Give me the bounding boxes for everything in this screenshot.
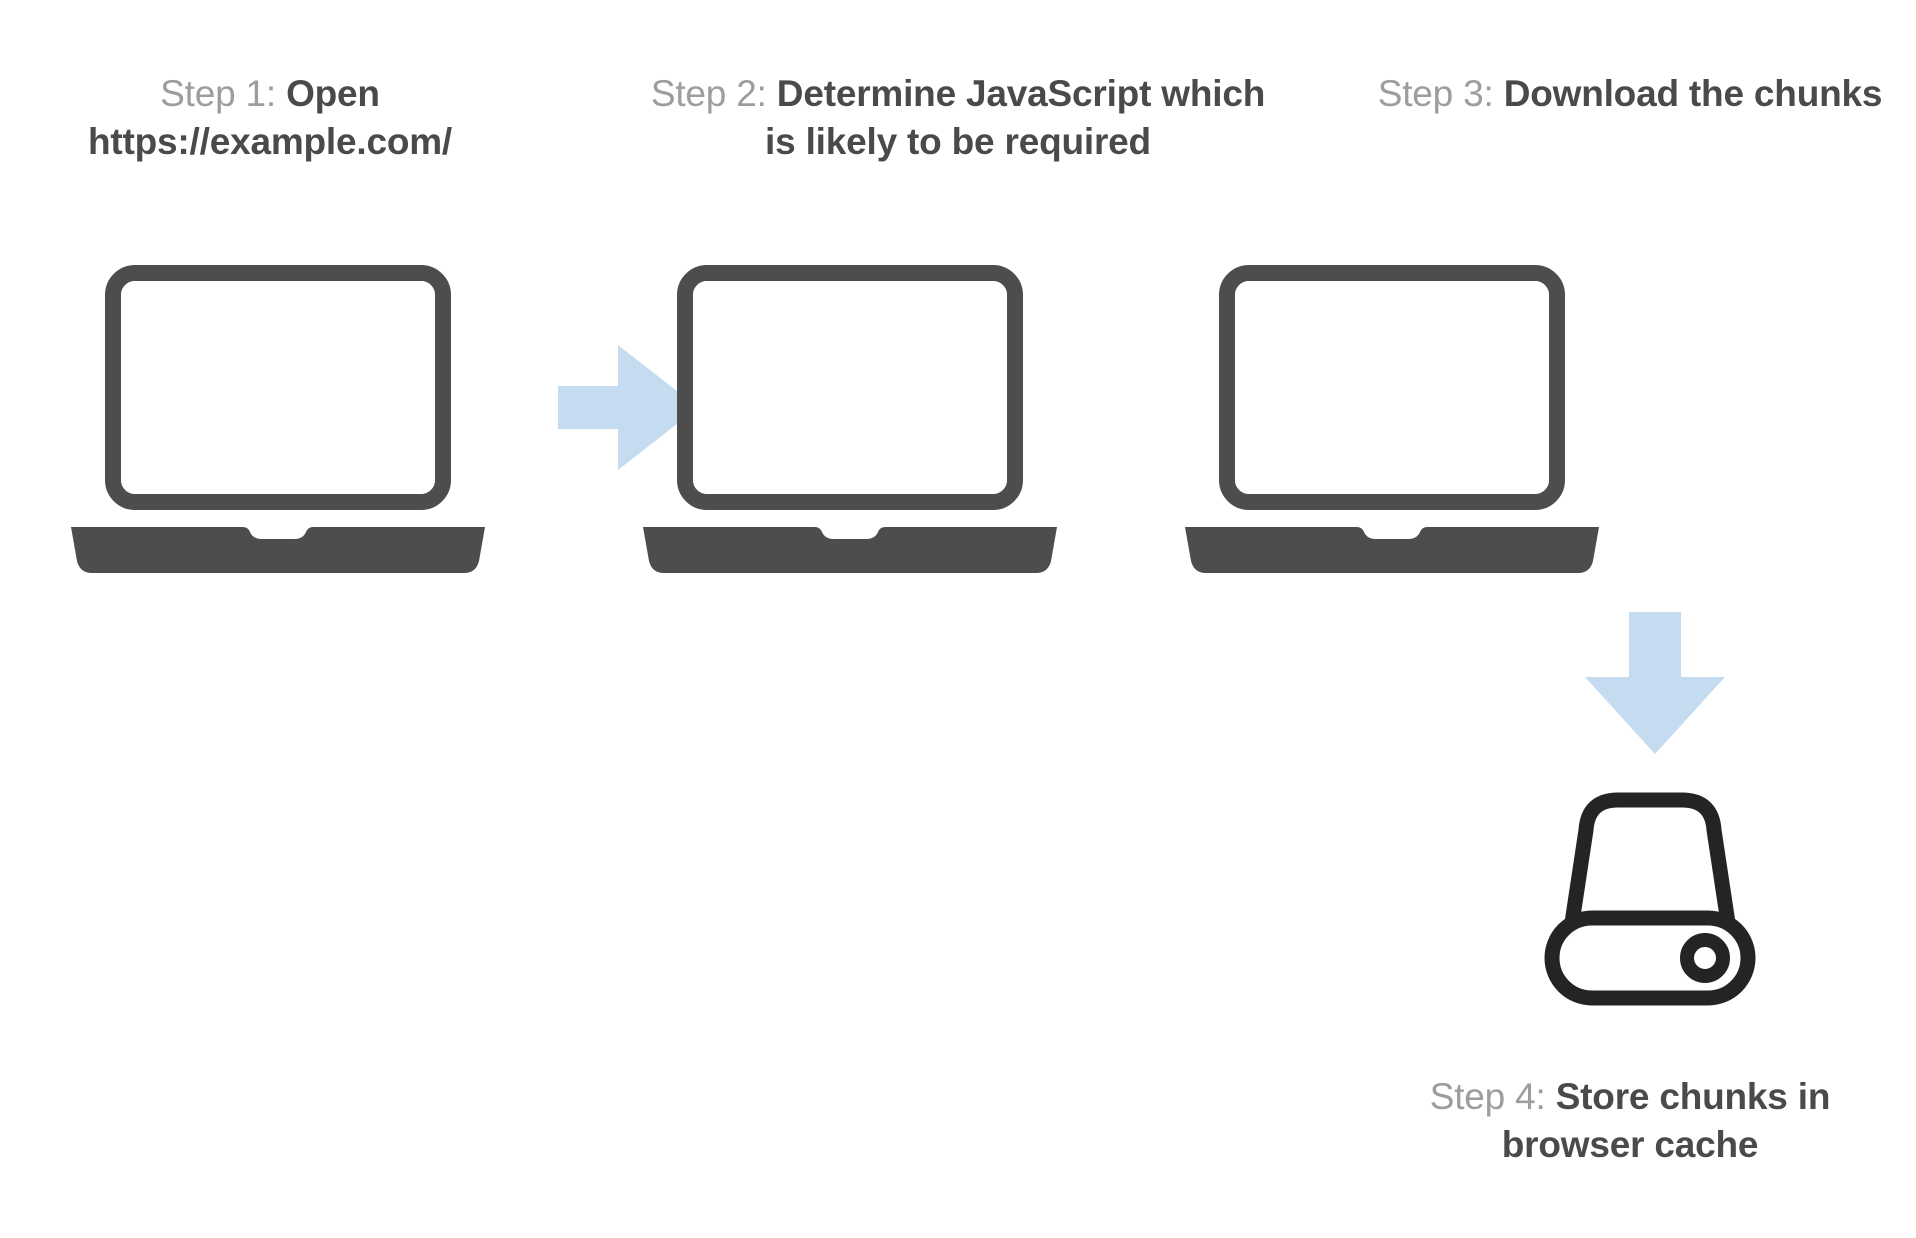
step-4-prefix: Step 4: [1429,1076,1556,1117]
step-1-caption: Step 1: Open https://example.com/ [10,70,530,166]
laptop-icon [68,250,488,575]
step-2-prefix: Step 2: [650,73,777,114]
laptop-icon [640,250,1060,575]
laptop-base [1185,527,1599,573]
laptop-screen [677,265,1023,510]
step-1-text: Open https://example.com/ [87,73,453,163]
laptop-icon [1182,250,1602,575]
hard-disk-icon [1544,792,1756,1006]
step-3-prefix: Step 3: [1377,73,1504,114]
laptop-base [71,527,485,573]
laptop-screen [1219,265,1565,510]
step-3-caption: Step 3: Download the chunks [1370,70,1890,118]
step-3-text: Download the chunks [1503,73,1883,114]
step-1-prefix: Step 1: [160,73,287,114]
laptop-screen [105,265,451,510]
step-2-text: Determine JavaScript which is likely to … [765,73,1266,163]
step-4-caption: Step 4: Store chunks in browser cache [1370,1073,1890,1169]
step-2-caption: Step 2: Determine JavaScript which is li… [648,70,1268,166]
arrow-right-icon [558,345,698,470]
step-4-text: Store chunks in browser cache [1501,1076,1831,1166]
laptop-base [643,527,1057,573]
arrow-down-icon [1585,612,1725,754]
